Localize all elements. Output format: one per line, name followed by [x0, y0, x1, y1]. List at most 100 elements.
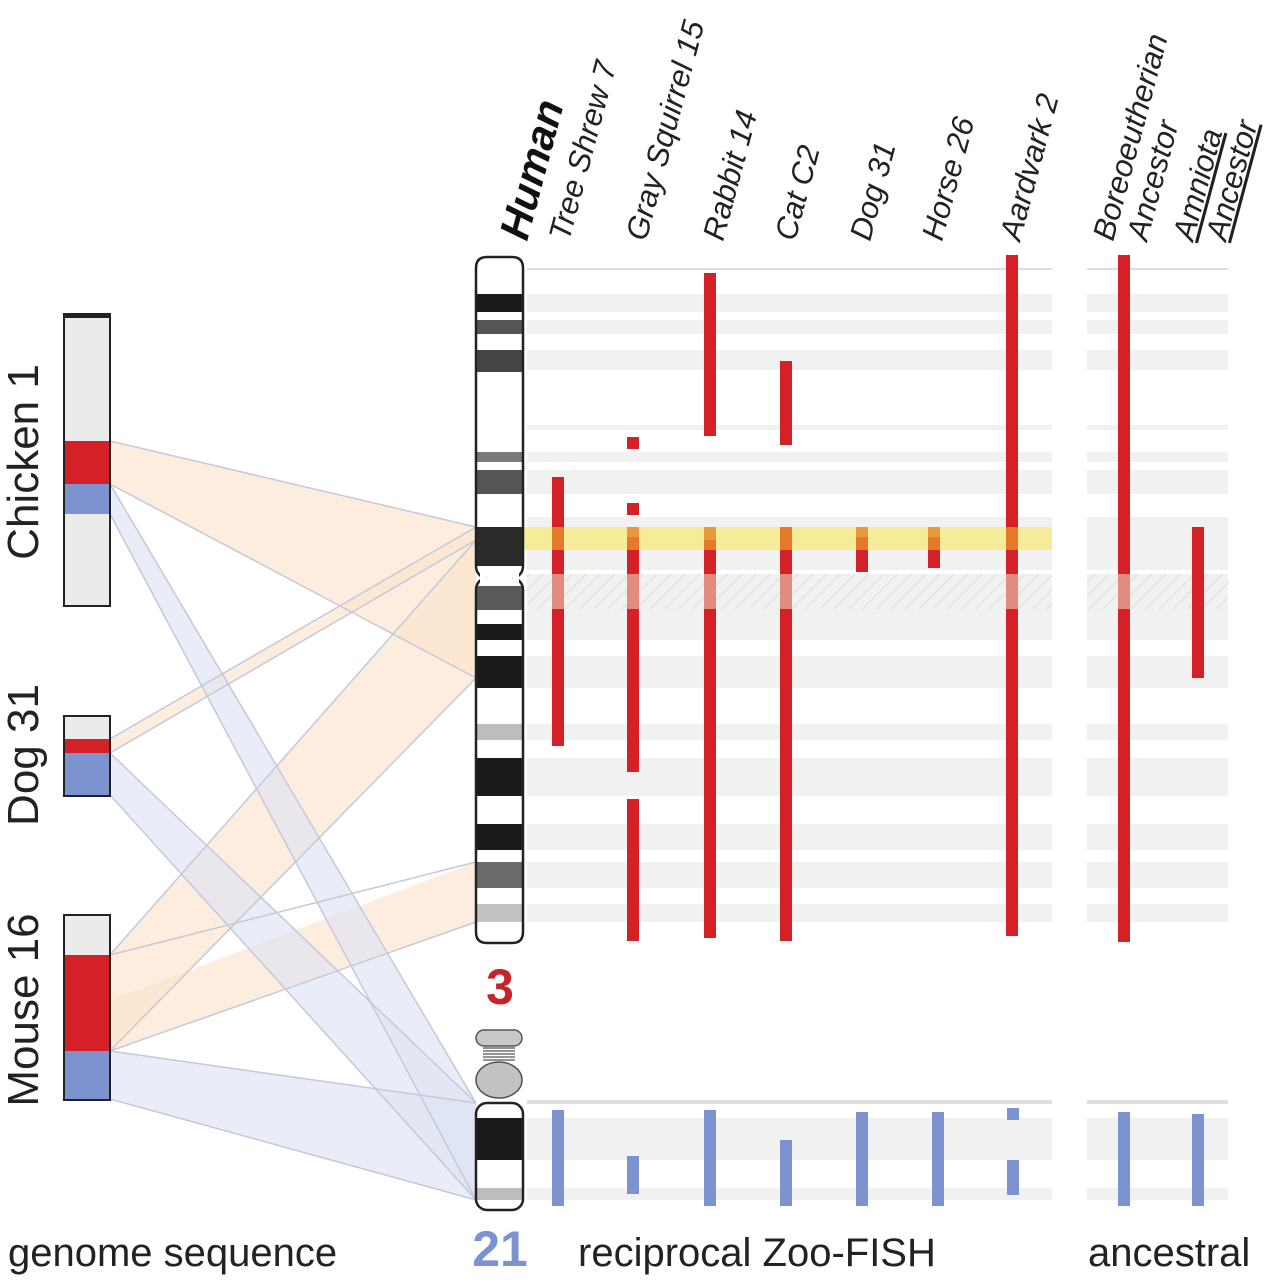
signal-bar: [627, 799, 639, 941]
chr21-outline: [474, 1101, 525, 1212]
synteny-link-line: [109, 1098, 477, 1201]
signal-bar: [932, 1112, 944, 1206]
synteny-ribbon: [110, 527, 476, 753]
species-label-rabbit: Rabbit 14: [696, 107, 764, 244]
signal-bar: [780, 527, 792, 941]
genome-label-chicken: Chicken 1: [0, 364, 48, 560]
grid-band: [1087, 294, 1228, 312]
signal-bar: [780, 361, 792, 445]
chr3-label: 3: [486, 959, 514, 1015]
chr3-band: [476, 656, 523, 688]
genome-label-mouse: Mouse 16: [0, 913, 48, 1106]
grid-band: [1087, 527, 1228, 570]
chr3-band: [476, 824, 523, 850]
synteny-link-line: [109, 677, 477, 1052]
highlight-band: [476, 527, 1052, 550]
chicken-hsa3-segment: [65, 441, 109, 484]
chr21-band: [476, 1118, 523, 1160]
grid-band: [1087, 656, 1228, 688]
synteny-link-line: [109, 483, 477, 1104]
centromere-hatch: [1087, 574, 1228, 609]
synteny-link-line: [109, 921, 477, 1052]
grid-band: [1087, 517, 1228, 527]
section-label-genome-sequence: genome sequence: [8, 1231, 337, 1275]
chr3-band: [476, 724, 523, 740]
chr3-outline: [474, 255, 525, 945]
species-label-gray-squirrel: Gray Squirrel 15: [619, 16, 711, 244]
signal-highlight: [704, 527, 716, 550]
signal-bar: [704, 273, 716, 436]
chr3-band: [476, 350, 523, 372]
signal-centromere: [1006, 574, 1018, 609]
chr3-band: [476, 470, 523, 494]
grid-band: [1087, 1118, 1228, 1160]
grid-line: [527, 1100, 1052, 1104]
dog-hsa21-segment: [65, 753, 109, 795]
grid-band: [1087, 452, 1228, 462]
synteny-link-line: [109, 794, 477, 1201]
section-label-ancestral: ancestral: [1088, 1231, 1250, 1275]
grid-band: [1087, 1188, 1228, 1200]
human-chromosome-21: [474, 1029, 525, 1212]
signal-bar: [1192, 1114, 1204, 1206]
dog-31-box: [63, 715, 111, 797]
mouse-16-box: [63, 914, 111, 1101]
synteny-link-line: [109, 483, 477, 679]
signal-centromere: [1118, 574, 1130, 609]
synteny-link-line: [109, 861, 477, 956]
synteny-ribbon: [110, 1051, 476, 1200]
chicken-1-box: [63, 313, 111, 607]
grid-band: [1087, 862, 1228, 888]
grid-band: [1087, 470, 1228, 494]
genome-label-dog: Dog 31: [0, 684, 48, 826]
grid-band: [1087, 824, 1228, 850]
chr3-band: [476, 904, 523, 922]
grid-band: [1087, 320, 1228, 334]
chr3-band: [476, 527, 523, 566]
synteny-link-line: [109, 440, 477, 528]
dog-hsa3-segment: [65, 739, 109, 753]
signal-centromere: [627, 574, 639, 609]
signal-bar: [780, 1140, 792, 1206]
signal-bar: [627, 537, 639, 772]
chr3-band: [476, 862, 523, 888]
grid-line: [1087, 268, 1228, 270]
grid-band: [527, 350, 1052, 370]
signal-bar: [627, 503, 639, 515]
signal-bar: [1118, 1112, 1130, 1206]
chr3-band: [476, 320, 523, 334]
signal-bar: [1007, 1160, 1019, 1195]
synteny-link-line: [109, 526, 477, 740]
synteny-links: [109, 440, 477, 1201]
signal-bar: [627, 437, 639, 449]
grid-line: [1087, 1100, 1228, 1104]
synteny-link-line: [109, 539, 477, 754]
grid-band: [527, 294, 1052, 312]
synteny-link-line: [109, 539, 477, 956]
signal-highlight: [856, 527, 868, 550]
grid-band: [527, 517, 1052, 527]
signal-bar: [627, 1156, 639, 1194]
signal-bar: [552, 477, 564, 746]
signal-highlight: [552, 527, 564, 550]
grid-band: [527, 452, 1052, 462]
species-label-dog: Dog 31: [843, 138, 903, 244]
synteny-link-line: [109, 513, 477, 1201]
signal-bar: [704, 540, 716, 938]
human-chromosome-3: [474, 255, 525, 945]
chr3-band: [476, 452, 523, 462]
chr3-band: [476, 586, 523, 610]
signal-bar: [1007, 1108, 1019, 1120]
chr3-band: [476, 758, 523, 796]
signal-centromere: [552, 574, 564, 609]
signal-bar: [856, 1112, 868, 1206]
synteny-ribbon: [110, 441, 476, 678]
signal-centromere: [780, 574, 792, 609]
chr21-label: 21: [472, 1221, 528, 1277]
chr3-band: [476, 624, 523, 640]
signal-highlight: [780, 527, 792, 550]
fish-signals: [552, 255, 1204, 1206]
species-label-horse: Horse 26: [915, 113, 982, 244]
